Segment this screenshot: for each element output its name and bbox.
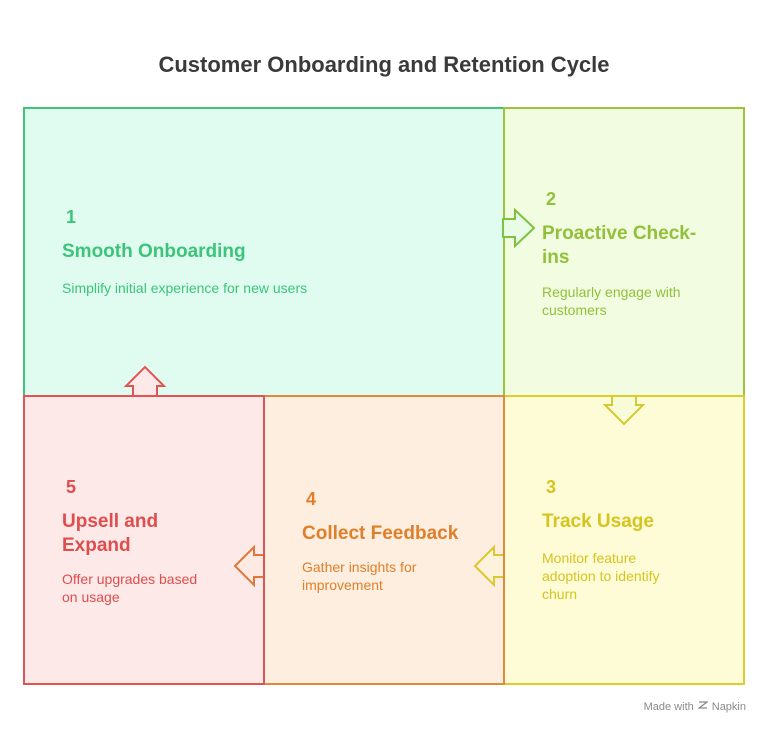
arrow-left-icon xyxy=(473,544,503,588)
step-5-panel xyxy=(23,395,265,685)
brand-label: Napkin xyxy=(711,700,746,713)
step-5-number: 5 xyxy=(66,477,77,497)
footer-credit: Made with Napkin xyxy=(644,700,746,713)
napkin-logo-icon xyxy=(696,700,709,713)
step-4-description: Gather insights for improvement xyxy=(302,559,417,593)
step-1-panel xyxy=(23,107,505,397)
step-4-heading: Collect Feedback xyxy=(302,523,459,544)
diagram-title: Customer Onboarding and Retention Cycle xyxy=(158,52,610,77)
step-3-number: 3 xyxy=(546,477,557,497)
step-4-number: 4 xyxy=(306,489,317,509)
step-2-heading: Proactive Check- ins xyxy=(542,223,697,268)
arrow-up-icon xyxy=(123,365,167,395)
arrow-left-icon xyxy=(233,544,263,588)
step-3-heading: Track Usage xyxy=(542,511,654,532)
arrow-down-icon xyxy=(602,397,646,426)
step-3-panel xyxy=(503,395,745,685)
step-1-heading: Smooth Onboarding xyxy=(62,241,246,262)
made-with-label: Made with xyxy=(643,700,694,713)
arrow-right-icon xyxy=(502,207,536,249)
step-5-description: Offer upgrades based on usage xyxy=(62,571,198,605)
step-1-number: 1 xyxy=(66,207,77,227)
step-3-description: Monitor feature adoption to identify chu… xyxy=(542,550,660,602)
step-2-number: 2 xyxy=(546,189,557,209)
step-1-description: Simplify initial experience for new user… xyxy=(62,280,308,296)
step-2-description: Regularly engage with customers xyxy=(542,284,681,318)
step-5-heading: Upsell and Expand xyxy=(62,511,159,556)
